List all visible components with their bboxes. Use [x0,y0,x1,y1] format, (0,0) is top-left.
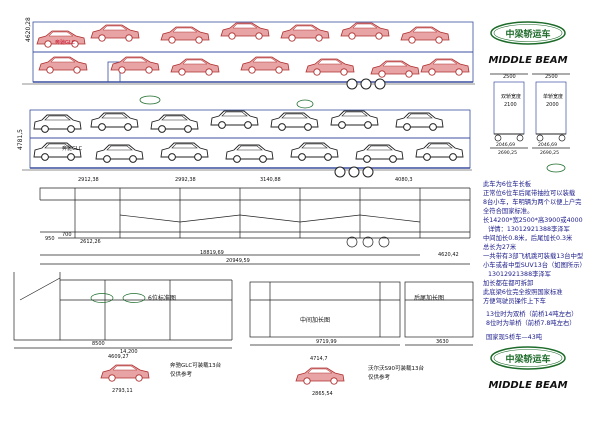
section-1-dim-2: 2690,25 [498,150,517,156]
axle-note-2: 8位时为单桥（前桥7.8吨左右） [486,318,576,327]
brand-name-cn-bottom: 中梁轿运车 [505,353,550,365]
weight-note: 国家现5桥车—43吨 [486,332,543,341]
section-1-label: 双轿宽度 [501,93,521,100]
side-dim-body: 20949,59 [226,258,250,264]
middle-dim-1: 2912,38 [78,177,99,183]
sample-1-caption-2: 仅供参考 [170,370,193,378]
middle-car-label: 奔驰GLC [62,145,83,152]
spec-line-1: 正常位6位车后尾带抽拉可以装载 [483,188,576,197]
middle-dim-2: 2992,38 [175,177,196,183]
small-brand-logo [546,163,566,173]
section-1-width-top: 2500 [503,74,516,80]
middle-dim-4: 4080,3 [395,177,413,183]
plan-label-standard: 6位标准图 [148,294,176,302]
plan-view-standard [13,272,233,349]
spec-line-11: 加长都在都可拆卸 [483,278,533,287]
top-car-label: 奔驰GLC [55,39,76,46]
spec-line-6: 中间加长0.8米，后尾加长0.3米 [483,233,573,242]
side-dim-overall: 18819,69 [200,250,224,256]
spec-line-10: 13012921388李泽军 [488,269,551,278]
spec-line-8: 一共带有3部飞机跳可装载13台中型 [483,251,583,260]
side-dim-700: 700 [62,232,72,238]
plan-label-rear: 后尾加长图 [414,294,444,302]
section-2-dim-1: 2046,69 [538,142,557,148]
section-2-label: 单轿宽度 [543,93,563,100]
side-elevation-drawing [39,187,471,265]
middle-dim-3: 3140,88 [260,177,281,183]
side-dim-950: 950 [45,236,55,242]
sample-2-caption-1: 沃尔沃S90可装载13台 [368,364,424,372]
top-car-transporter-drawing: 4620,28 奔驰GLC [22,17,475,90]
axle-note-1: 13位时为双桥（前桥14吨左右） [486,309,578,318]
spec-line-3: 全符合国家标准。 [483,206,533,215]
plan-view-middle-extension [249,281,401,346]
side-dim-2612: 2612,26 [80,239,101,245]
spec-line-0: 此车为6位车长板 [483,179,532,188]
side-dim-right: 4620,42 [438,252,459,258]
sample-2-dim-top: 4714,7 [310,356,328,362]
plan-dim-rear: 3630 [436,339,449,345]
brand-name-en-bottom: MIDDLE BEAM [488,380,567,391]
spec-line-5: 详情：13012921388李泽军 [488,224,570,233]
spec-line-4: 长14200*宽2500*高3900或4000 [483,215,583,224]
spec-line-2: 8台小车，车明辆为两个以便上户完 [483,197,582,206]
sample-1-caption-1: 奔驰GLC可装载13台 [170,361,222,369]
brand-name-en-top: MIDDLE BEAM [488,55,567,66]
section-view-double [490,73,528,149]
spec-text-block: 此车为6位车长板 正常位6位车后尾带抽拉可以装载 8台小车，车明辆为两个以便上户… [483,179,586,341]
plan-label-middle: 中间加长图 [300,316,330,324]
plan-view-rear-extension [404,281,474,346]
spec-line-12: 此底梁6位完全按照国家标准 [483,287,563,296]
section-2-width-top: 2500 [545,74,558,80]
plan-dim-14200: 14,200 [120,349,138,355]
sample-1-dim-bottom: 2793,11 [112,388,133,394]
spec-line-7: 总长为27米 [483,242,517,251]
brand-logo-top: 中梁轿运车 MIDDLE BEAM [488,21,568,66]
brand-logo-bottom: 中梁轿运车 MIDDLE BEAM [488,346,568,391]
section-1-dim-1: 2046,69 [496,142,515,148]
section-1-value: 2100 [504,102,517,108]
section-view-single [532,73,570,149]
sample-car-2: 4714,7 2865,54 沃尔沃S90可装载13台 仅供参考 [295,356,424,397]
spec-line-9: 小车或者中型SUV13台（如图所示） [483,260,586,269]
spec-line-13: 方便驾驶员操作上下车 [483,296,546,305]
sample-2-dim-bottom: 2865,54 [312,391,333,397]
sample-2-caption-2: 仅供参考 [368,373,391,381]
middle-car-transporter-drawing: 4781,5 奔驰GLC 2912,38 2992,38 3140,88 408… [17,95,472,183]
brand-name-cn-top: 中梁轿运车 [505,28,550,40]
sample-1-dim-top: 4609,27 [108,354,129,360]
plan-dim-8500: 8500 [92,341,105,347]
middle-height-dim: 4781,5 [17,129,24,150]
section-2-dim-2: 2690,25 [540,150,559,156]
section-2-value: 2000 [546,102,559,108]
sample-car-1: 4609,27 2793,11 奔驰GLC可装载13台 仅供参考 [100,354,222,394]
plan-dim-middle: 9719,99 [316,339,337,345]
top-height-dim: 4620,28 [25,17,32,42]
